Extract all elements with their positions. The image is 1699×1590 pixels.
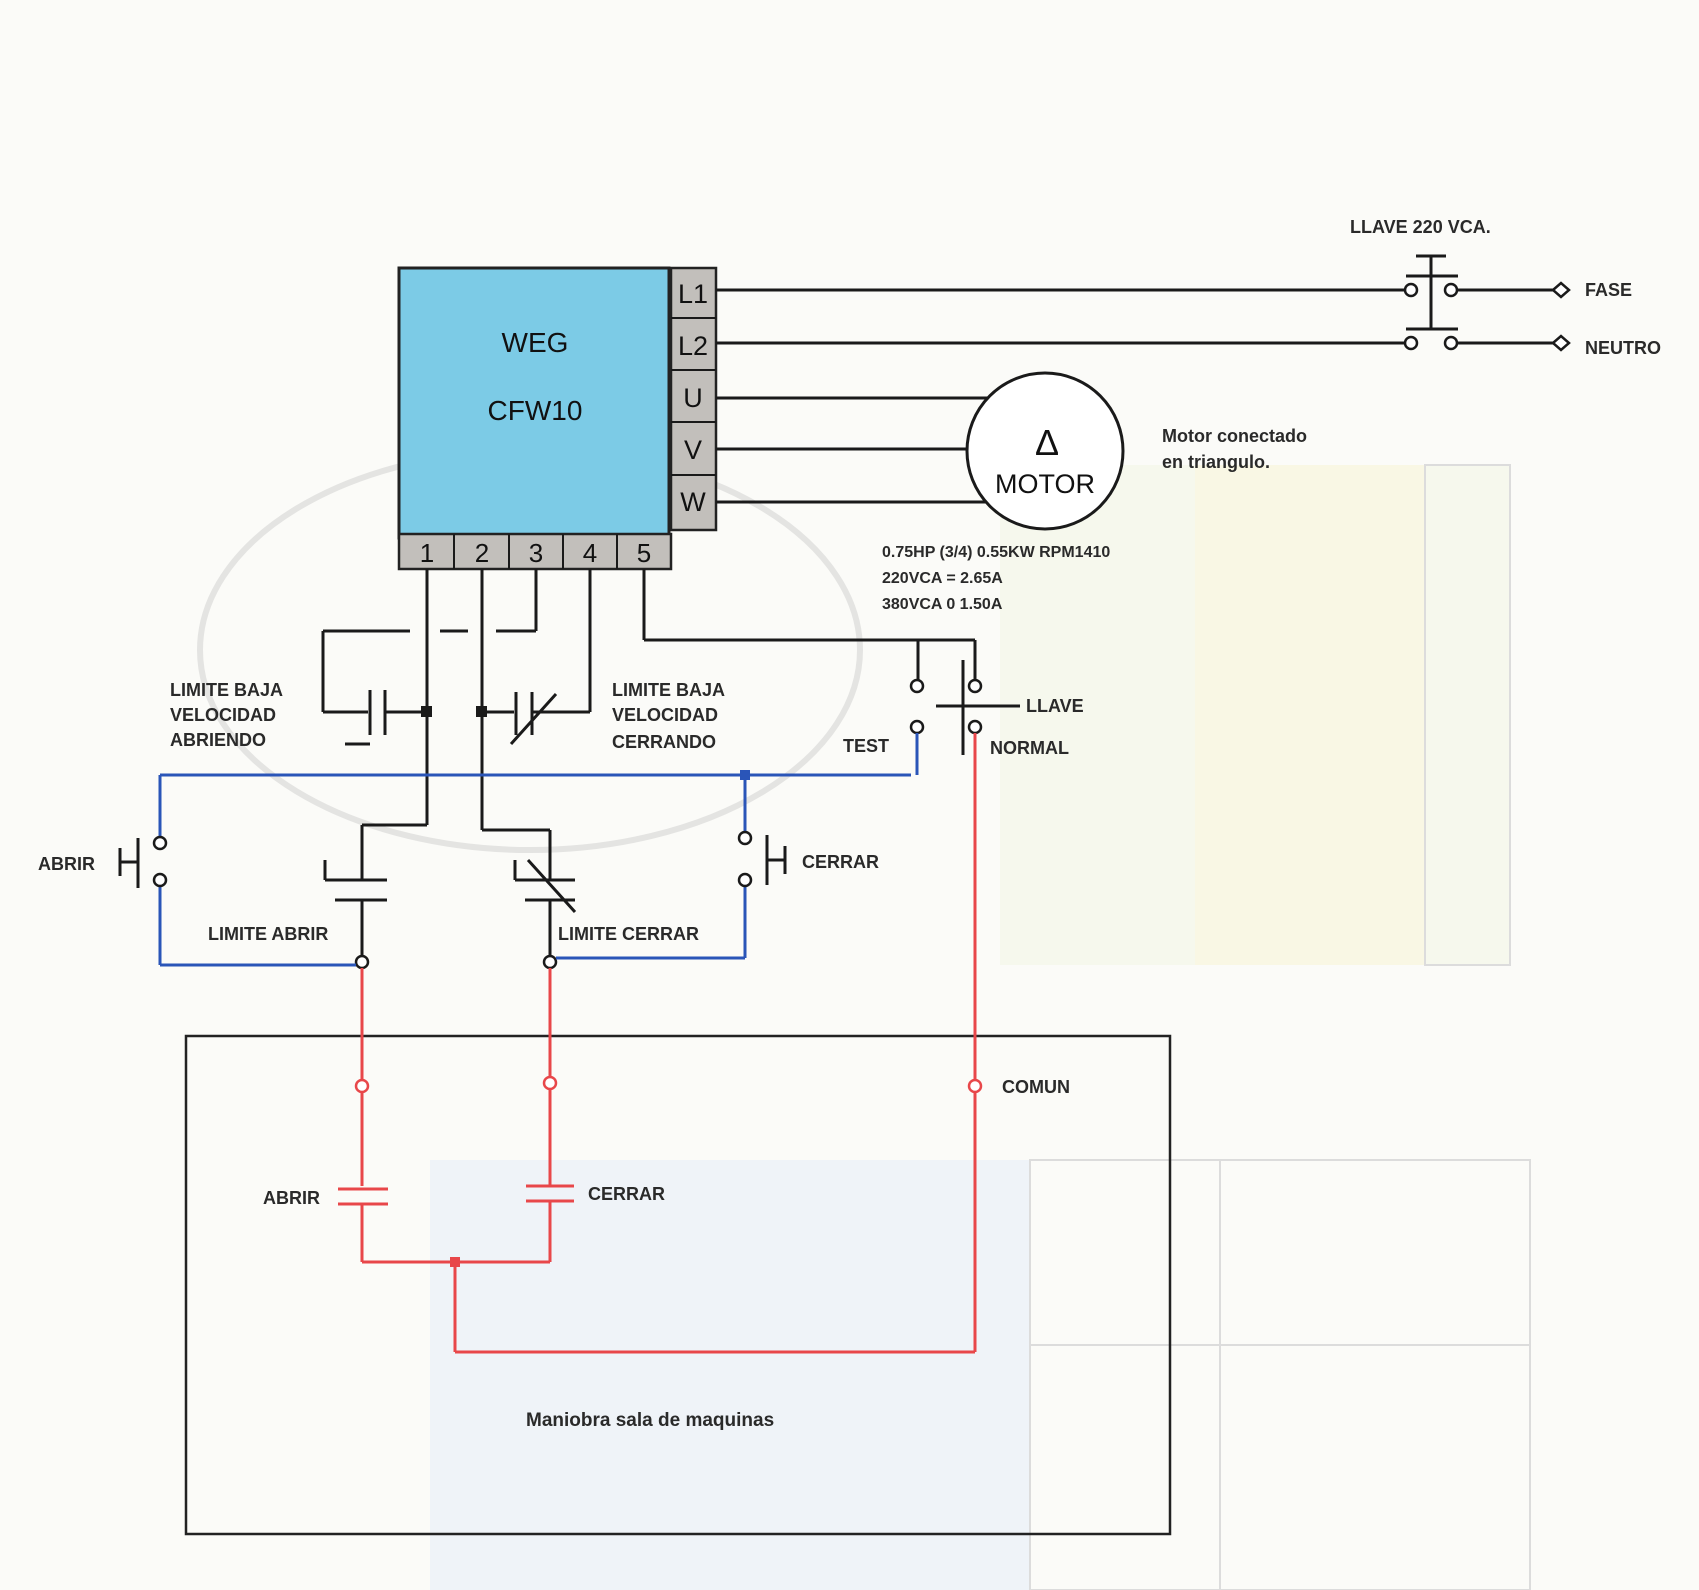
supply-wiring: LLAVE 220 VCA. FASE NEUTRO (716, 217, 1661, 358)
motor-note-2: en triangulo. (1162, 452, 1270, 472)
limit-close-label: LIMITE CERRAR (558, 924, 699, 944)
common-label: COMUN (1002, 1077, 1070, 1097)
terminal-U: U (683, 383, 703, 413)
terminal-W: W (680, 487, 706, 517)
open-pushbutton (118, 835, 168, 888)
terminal-1: 1 (420, 538, 434, 568)
selector-test-label: TEST (843, 736, 889, 756)
machine-room-wiring (184, 733, 1172, 1536)
selector-normal-label: NORMAL (990, 738, 1069, 758)
phase-label: FASE (1585, 280, 1632, 300)
terminal-L1: L1 (678, 279, 708, 309)
phase-terminal (1551, 281, 1571, 299)
control-wiring (321, 569, 1020, 970)
control-terminal-strip: 1 2 3 4 5 (397, 532, 673, 571)
close-button-label: CERRAR (802, 852, 879, 872)
machine-room-box (184, 1034, 1172, 1536)
limit-low-open-label-1: LIMITE BAJA (170, 680, 283, 700)
neutral-label: NEUTRO (1585, 338, 1661, 358)
machine-open-label: ABRIR (263, 1188, 320, 1208)
motor: Δ MOTOR Motor conectado en triangulo. 0.… (716, 371, 1307, 613)
limit-low-open-label-2: VELOCIDAD (170, 705, 276, 725)
terminal-L2: L2 (678, 331, 708, 361)
terminal-V: V (684, 435, 702, 465)
motor-spec-2: 220VCA = 2.65A (882, 570, 1003, 587)
switch-contact (1403, 335, 1419, 351)
junction-dot (421, 706, 432, 717)
vfd-drive: WEG CFW10 L1 L2 U V W 1 2 3 4 5 (397, 266, 718, 571)
limit-low-open-label-3: ABRIENDO (170, 730, 266, 750)
close-pushbutton (737, 830, 787, 888)
junction-dot (476, 706, 487, 717)
machine-close-label: CERRAR (588, 1184, 665, 1204)
drive-model: CFW10 (488, 395, 583, 426)
terminal-5: 5 (637, 538, 651, 568)
main-switch-label: LLAVE 220 VCA. (1350, 217, 1491, 237)
switch-contact (1403, 282, 1419, 298)
background-ghosts (197, 447, 1531, 1590)
terminal-4: 4 (583, 538, 597, 568)
terminal-3: 3 (529, 538, 543, 568)
labels: LIMITE BAJA VELOCIDAD ABRIENDO LIMITE BA… (38, 680, 1084, 1431)
delta-symbol: Δ (1035, 422, 1059, 463)
switch-contact (1443, 335, 1459, 351)
power-terminal-strip: L1 L2 U V W (669, 266, 718, 532)
terminal-2: 2 (475, 538, 489, 568)
limit-open-label: LIMITE ABRIR (208, 924, 328, 944)
junction-dot (740, 770, 750, 780)
motor-spec-3: 380VCA 0 1.50A (882, 596, 1003, 613)
limit-low-close-label-2: VELOCIDAD (612, 705, 718, 725)
drive-brand: WEG (502, 327, 569, 358)
motor-label: MOTOR (995, 469, 1095, 499)
limit-low-close-label-3: CERRANDO (612, 732, 716, 752)
motor-note-1: Motor conectado (1162, 426, 1307, 446)
limit-low-close-label-1: LIMITE BAJA (612, 680, 725, 700)
motor-circle (965, 371, 1125, 531)
open-button-label: ABRIR (38, 854, 95, 874)
selector-label: LLAVE (1026, 696, 1084, 716)
machine-room-caption: Maniobra sala de maquinas (526, 1410, 774, 1431)
motor-spec-1: 0.75HP (3/4) 0.55KW RPM1410 (882, 544, 1110, 561)
neutral-terminal (1551, 334, 1571, 352)
test-wiring (118, 733, 919, 967)
switch-contact (1443, 282, 1459, 298)
